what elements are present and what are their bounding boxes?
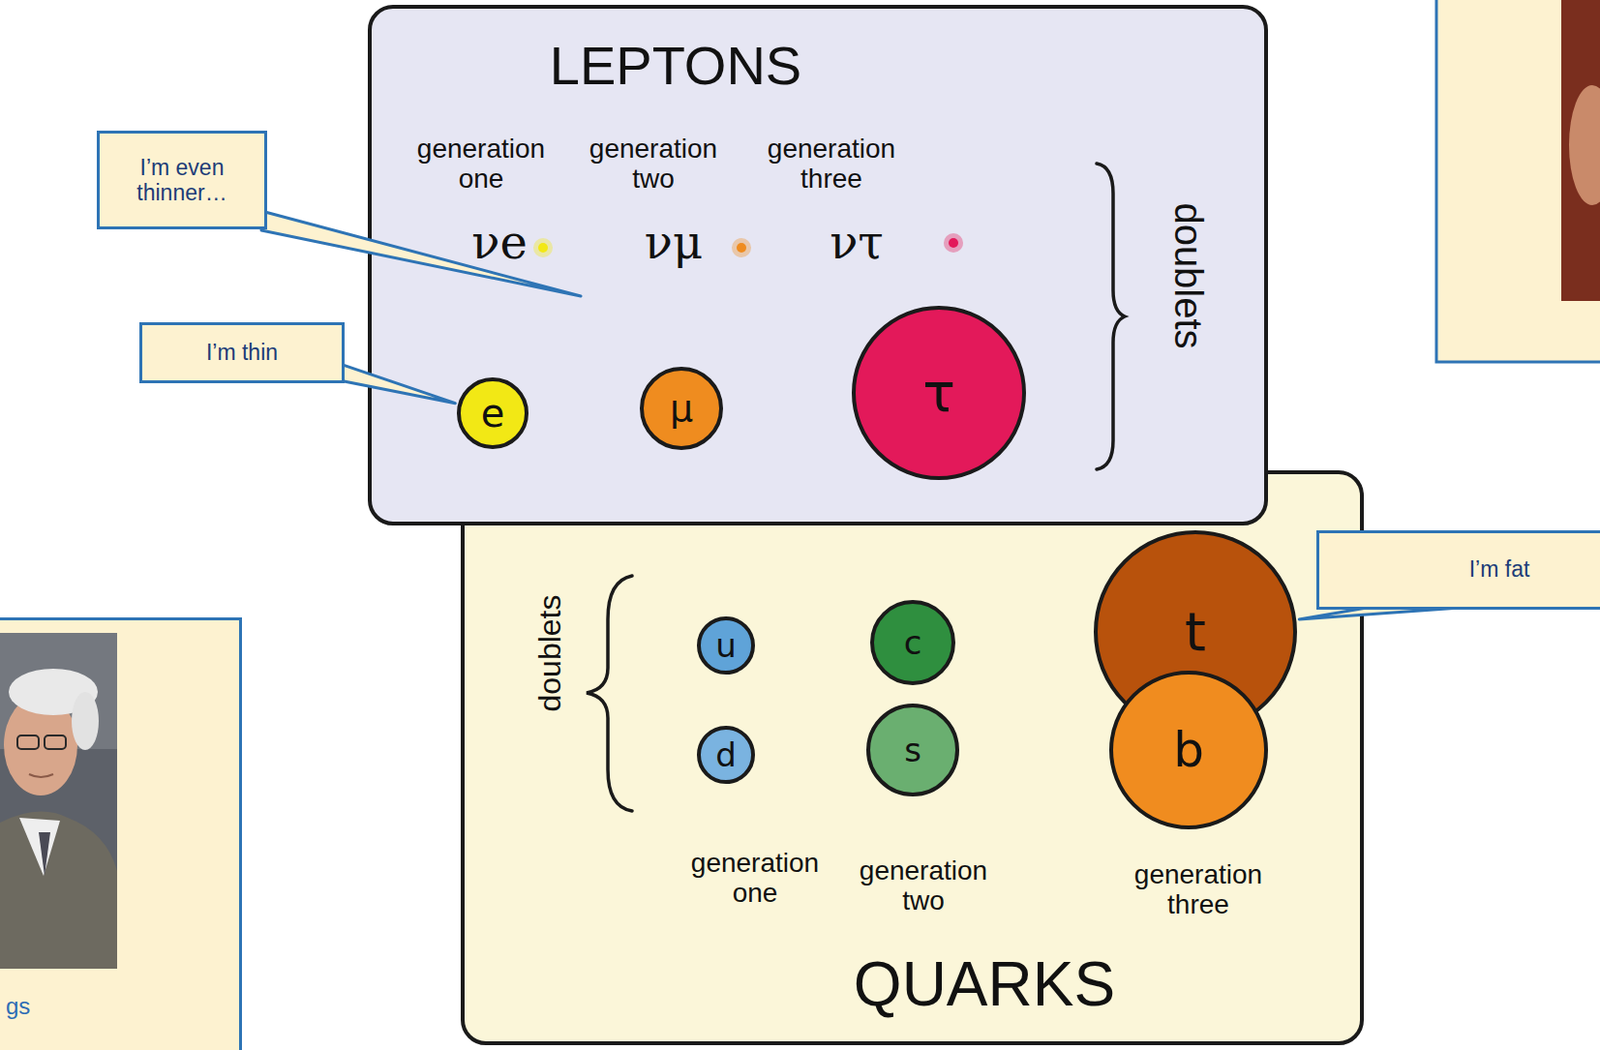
generation-label: generation three (767, 134, 896, 195)
panel-title: QUARKS (853, 950, 1116, 1019)
particle-symbol: t (1184, 604, 1207, 660)
callout-box: I’m thin (139, 322, 345, 384)
neutrino-dot-glow (943, 233, 964, 253)
particle-symbol: s (904, 733, 922, 767)
neutrino-dot-glow (731, 238, 752, 258)
particle-symbol: u (715, 629, 737, 663)
callout-box: I’m fat (1316, 530, 1600, 610)
particle-symbol: μ (669, 390, 694, 427)
particle-circle: b (1109, 670, 1268, 830)
callout-pointer (1298, 589, 1478, 620)
callout-text: I’m even thinner… (109, 154, 255, 207)
particle-symbol: b (1173, 725, 1205, 775)
generation-label: generation one (691, 848, 819, 909)
neutrino-symbol: ντ (829, 216, 884, 269)
panel-title: LEPTONS (549, 35, 802, 96)
callout-pointer (261, 211, 581, 297)
neutrino-dot (538, 242, 548, 253)
particle-symbol: e (481, 393, 506, 433)
particle-circle: μ (639, 366, 724, 451)
particle-symbol: c (904, 626, 923, 660)
generation-label: generation three (1134, 860, 1263, 921)
neutrino-symbol: νμ (644, 216, 703, 269)
particle-circle: e (456, 377, 529, 450)
particle-symbol: d (715, 738, 737, 772)
portrait-photo (0, 633, 118, 969)
neutrino-dot (736, 242, 747, 253)
neutrino-symbol: νe (471, 216, 528, 269)
particle-circle: c (870, 600, 956, 686)
portrait-face (1569, 85, 1600, 206)
generation-label: generation two (589, 134, 718, 195)
photo-caption: gs (5, 994, 31, 1020)
callout-pointer (328, 361, 456, 403)
neutrino-dot-glow (533, 238, 553, 258)
photo-frame (1436, 0, 1600, 363)
group-label: doublets (533, 595, 568, 713)
particle-circle: s (866, 703, 960, 797)
callout-box: I’m even thinner… (96, 130, 268, 230)
brace (586, 575, 633, 812)
group-label: doublets (1167, 202, 1210, 349)
particle-circle: d (696, 725, 755, 785)
callout-text: I’m fat (1469, 557, 1531, 582)
callout-text: I’m thin (206, 340, 278, 365)
particle-circle: τ (851, 305, 1027, 481)
particle-circle: u (696, 616, 755, 675)
leptons-panel: LEPTONSgeneration one generation two gener… (367, 4, 1268, 526)
generation-label: generation one (417, 134, 545, 195)
generation-label: generation two (859, 856, 988, 917)
particle-symbol: τ (922, 365, 956, 421)
neutrino-dot (948, 238, 959, 248)
brace (1096, 163, 1125, 470)
quarks-panel: doublets generation one generation two gene… (460, 470, 1364, 1046)
